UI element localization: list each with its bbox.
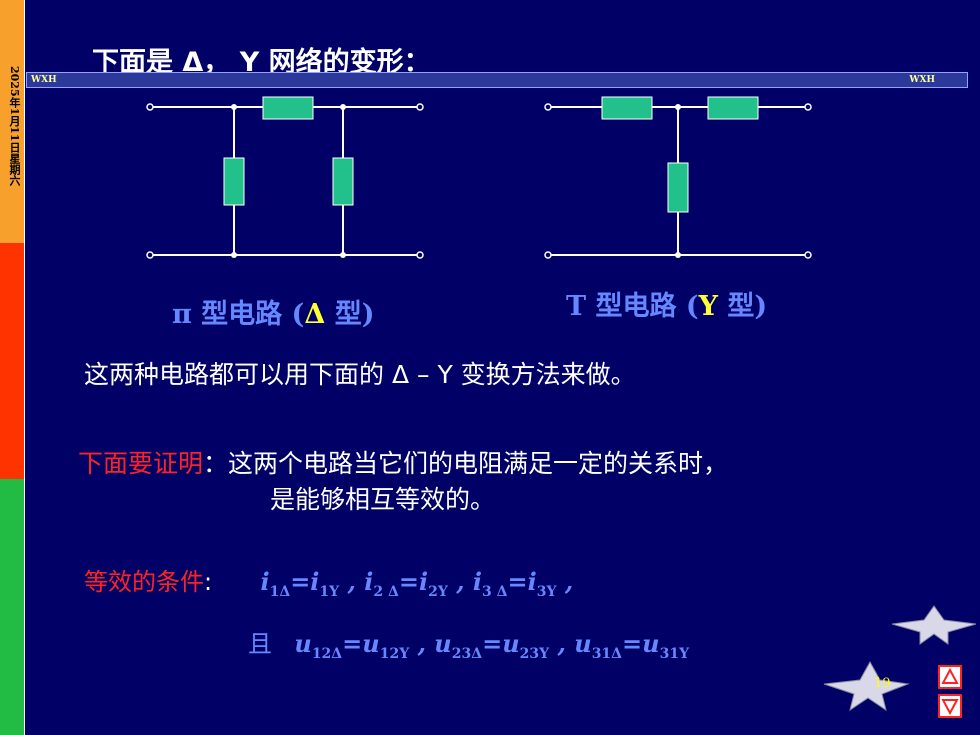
voltage-conditions: 且 u12Δ=u12Y , u23Δ=u23Y , u31Δ=u31Y bbox=[248, 624, 689, 662]
proof-statement: 下面要证明：这两个电路当它们的电阻满足一定的关系时， bbox=[78, 444, 728, 480]
conditions-label: 等效的条件 bbox=[84, 568, 204, 596]
t-terminal-br bbox=[804, 251, 812, 259]
pi-caption-delta: Δ bbox=[304, 299, 326, 330]
pi-nodes bbox=[231, 104, 346, 258]
pi-resistors bbox=[223, 96, 354, 206]
voltage-sub-right: 23Y bbox=[519, 645, 550, 662]
current-var-right: i bbox=[310, 567, 320, 596]
voltage-separator: , bbox=[409, 629, 435, 658]
transform-statement: 这两种电路都可以用下面的 Δ – Y 变换方法来做。 bbox=[84, 360, 636, 389]
voltage-separator: , bbox=[549, 629, 575, 658]
current-sub-right: 3Y bbox=[536, 583, 557, 600]
t-right-resistor bbox=[707, 96, 759, 120]
t-caption-prefix: T 型电路 ( bbox=[566, 291, 699, 322]
current-separator: , bbox=[447, 567, 473, 596]
current-equals: = bbox=[507, 567, 528, 596]
sidebar: 2025年1月11日星期六 bbox=[0, 0, 25, 735]
current-sub-left: 1Δ bbox=[269, 583, 291, 600]
proof-label: 下面要证明 bbox=[78, 449, 204, 478]
current-equations: i1Δ=i1Y , i2 Δ=i2Y , i3 Δ=i3Y , bbox=[260, 567, 574, 600]
next-slide-button[interactable] bbox=[938, 694, 962, 718]
pi-terminal-tr bbox=[416, 103, 424, 111]
voltage-equation-1: u12Δ=u12Y , bbox=[294, 629, 435, 662]
previous-slide-button[interactable] bbox=[938, 665, 962, 689]
pi-terminal-br bbox=[416, 251, 424, 259]
voltage-sub-right: 12Y bbox=[379, 645, 410, 662]
voltage-equals: = bbox=[482, 629, 503, 658]
current-var-right: i bbox=[527, 567, 537, 596]
pi-terminals bbox=[146, 103, 424, 259]
t-shunt-resistor bbox=[667, 162, 689, 213]
header-tag-left: WXH bbox=[31, 75, 57, 85]
current-separator: , bbox=[556, 567, 574, 596]
current-var-left: i bbox=[364, 567, 374, 596]
current-var-left: i bbox=[472, 567, 483, 596]
t-terminal-tl bbox=[544, 103, 552, 111]
header-rule: WXH WXH bbox=[26, 72, 968, 88]
current-var-left: i bbox=[260, 567, 270, 596]
voltage-equals: = bbox=[622, 629, 643, 658]
next-star-icon[interactable] bbox=[822, 660, 910, 712]
pi-terminal-tl bbox=[146, 103, 154, 111]
header-tag-right: WXH bbox=[909, 75, 935, 85]
sidebar-orange-segment bbox=[0, 0, 25, 243]
voltage-equation-3: u31Δ=u31Y bbox=[574, 629, 689, 662]
voltage-sub-left: 31Δ bbox=[591, 645, 623, 662]
voltage-var-right: u bbox=[642, 629, 660, 658]
voltage-var-left: u bbox=[574, 629, 592, 658]
pi-caption-suffix: 型) bbox=[325, 299, 375, 330]
proof-colon: ： bbox=[203, 449, 229, 478]
pi-right-shunt-resistor bbox=[332, 157, 354, 206]
voltage-var-right: u bbox=[362, 629, 380, 658]
circuit-diagrams bbox=[146, 96, 812, 259]
current-conditions: 等效的条件: i1Δ=i1Y , i2 Δ=i2Y , i3 Δ=i3Y , bbox=[84, 562, 573, 600]
current-sub-left: 3 Δ bbox=[482, 583, 508, 600]
t-caption: T 型电路 (Y 型) bbox=[566, 284, 767, 323]
pi-series-resistor bbox=[262, 96, 314, 120]
proof-line-1: 这两个电路当它们的电阻满足一定的关系时， bbox=[228, 449, 729, 478]
t-caption-y: Y bbox=[698, 291, 718, 322]
current-var-right: i bbox=[418, 567, 429, 596]
voltage-equals: = bbox=[342, 629, 363, 658]
t-nodes bbox=[675, 104, 681, 258]
voltage-sub-right: 31Y bbox=[659, 645, 690, 662]
voltage-var-left: u bbox=[434, 629, 452, 658]
t-caption-suffix: 型) bbox=[717, 291, 768, 322]
current-equals: = bbox=[290, 567, 311, 596]
current-separator: , bbox=[339, 567, 365, 596]
current-sub-right: 1Y bbox=[319, 583, 340, 600]
current-equals: = bbox=[398, 567, 419, 596]
pi-caption-prefix: π 型电路 ( bbox=[172, 299, 305, 330]
t-resistors bbox=[601, 96, 759, 213]
pi-circuit bbox=[152, 106, 418, 256]
current-equation-2: i2 Δ=i2Y , bbox=[364, 567, 473, 600]
voltage-equations: u12Δ=u12Y , u23Δ=u23Y , u31Δ=u31Y bbox=[294, 629, 689, 662]
t-terminal-bl bbox=[544, 251, 552, 259]
triangle-down-icon bbox=[941, 699, 959, 716]
current-equation-1: i1Δ=i1Y , bbox=[260, 567, 365, 600]
t-left-resistor bbox=[601, 96, 653, 120]
sidebar-red-segment bbox=[0, 243, 25, 479]
proof-line-2: 是能够相互等效的。 bbox=[270, 485, 496, 514]
voltage-equation-2: u23Δ=u23Y , bbox=[434, 629, 575, 662]
current-sub-right: 2Y bbox=[428, 583, 448, 600]
voltage-var-right: u bbox=[502, 629, 520, 658]
triangle-up-icon bbox=[941, 667, 959, 684]
t-terminal-tr bbox=[804, 103, 812, 111]
star-icon bbox=[891, 605, 977, 645]
sidebar-date: 2025年1月11日星期六 bbox=[8, 66, 21, 186]
current-sub-left: 2 Δ bbox=[373, 583, 399, 600]
conditions-colon: : bbox=[204, 568, 213, 596]
pi-left-shunt-resistor bbox=[223, 157, 245, 206]
voltage-sub-left: 23Δ bbox=[451, 645, 483, 662]
sidebar-green-segment bbox=[0, 479, 25, 735]
current-equation-3: i3 Δ=i3Y , bbox=[472, 567, 574, 600]
voltage-var-left: u bbox=[294, 629, 312, 658]
voltage-sub-left: 12Δ bbox=[311, 645, 343, 662]
page-number: 19 bbox=[874, 676, 891, 691]
and-label: 且 bbox=[248, 630, 272, 658]
t-terminals bbox=[544, 103, 812, 259]
pi-caption: π 型电路 (Δ 型) bbox=[172, 292, 374, 331]
pi-terminal-bl bbox=[146, 251, 154, 259]
